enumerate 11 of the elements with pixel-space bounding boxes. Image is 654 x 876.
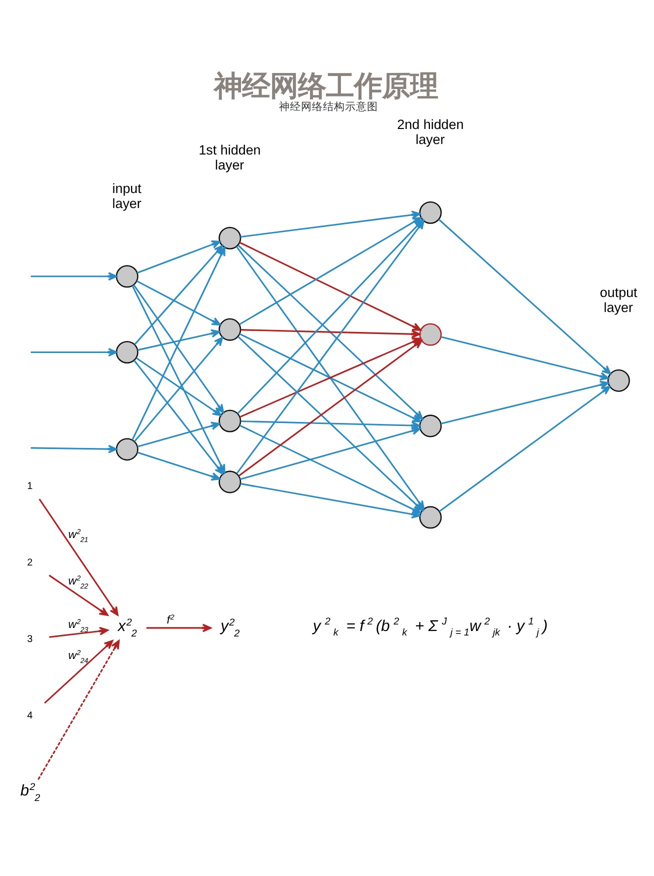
label: input layer [112,180,142,211]
caption: 神经网络结构示意图 [278,100,378,113]
edge-label: f$^{2}$ [166,614,174,627]
node-text: 4 [27,710,33,722]
node-text: 2 [27,557,33,568]
node-text: 1 [27,480,33,492]
label: y$^{2}$$_{k}$ = f$^{2}$(b$^{2}$$_{k}$ + Σ$^{J}$$_{j = 1}$w$^{2}$$_{jk}$ · y$^{1}$$_{j}$) [312,616,548,638]
label: output layer [600,285,638,315]
label: 1st hidden layer [198,142,261,172]
label: 2nd hidden layer [397,117,464,147]
node-text: 3 [27,634,33,645]
